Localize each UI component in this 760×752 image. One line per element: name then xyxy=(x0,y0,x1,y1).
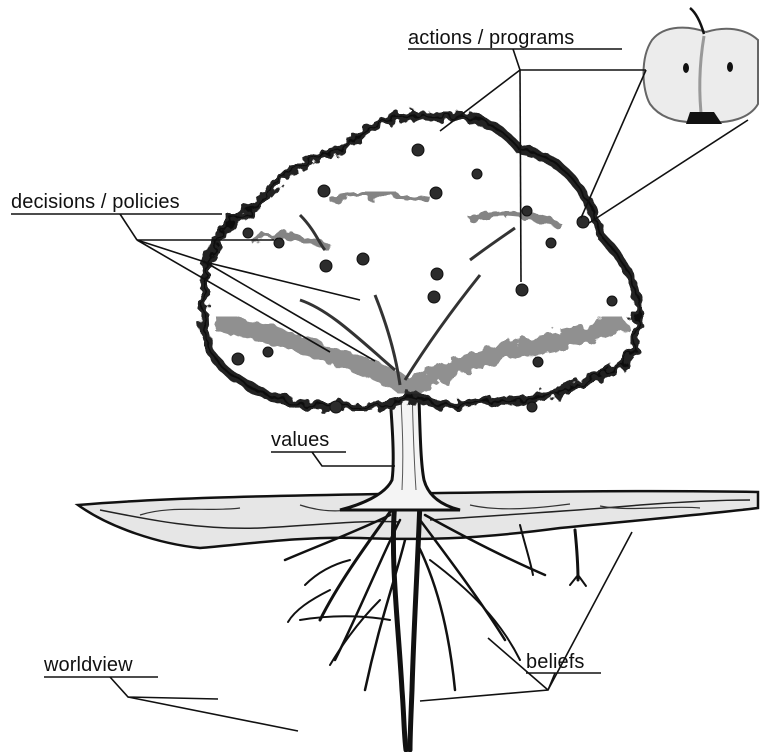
label-decisions-policies: decisions / policies xyxy=(11,190,180,214)
label-values: values xyxy=(271,428,329,452)
canopy xyxy=(204,115,638,407)
label-actions-programs: actions / programs xyxy=(408,26,574,50)
label-beliefs: beliefs xyxy=(526,650,585,674)
label-worldview: worldview xyxy=(44,653,133,677)
apple-cross-section xyxy=(644,8,759,124)
